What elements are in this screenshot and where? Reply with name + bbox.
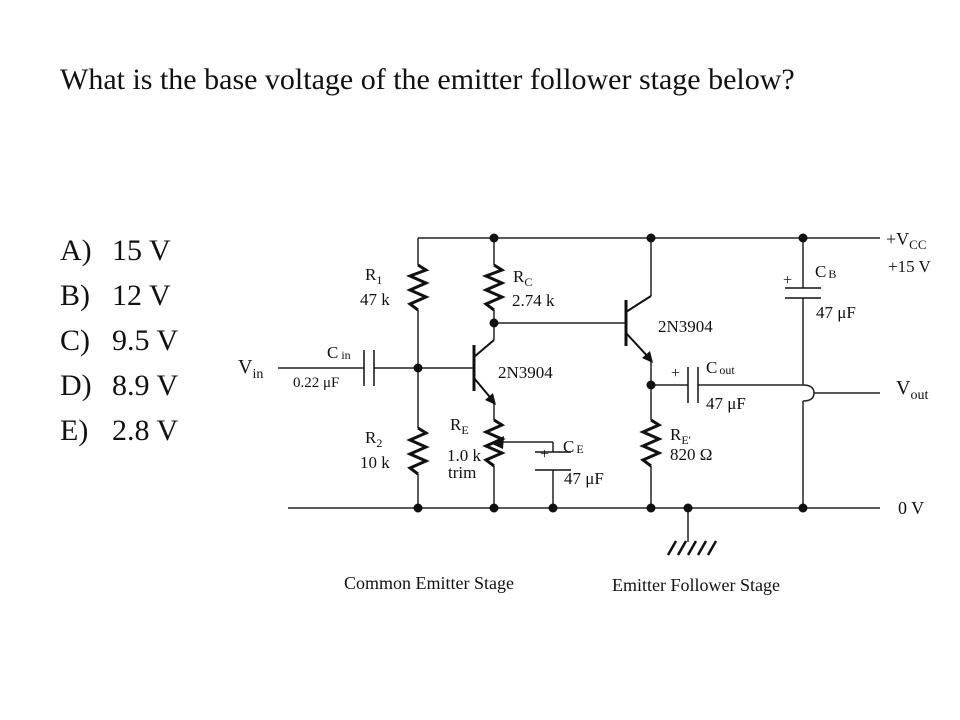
option-b[interactable]: B) 12 V	[60, 273, 178, 318]
r1-resistor	[406, 263, 430, 312]
q2-label: 2N3904	[658, 317, 713, 336]
r1-value: 47 k	[360, 290, 390, 309]
re-label: RE	[450, 415, 469, 437]
cout-capacitor	[687, 367, 699, 403]
option-text: 12 V	[112, 279, 171, 312]
option-letter: E)	[60, 414, 89, 447]
ground-symbol	[666, 540, 718, 556]
cin-value: 0.22 μF	[293, 375, 339, 391]
rc-value: 2.74 k	[512, 291, 555, 310]
re-note: trim	[448, 463, 476, 482]
ce-plus: +	[540, 446, 549, 463]
cb-plus: +	[783, 272, 792, 289]
ce-value: 47 μF	[564, 469, 604, 488]
answer-options: A) 15 V B) 12 V C) 9.5 V D) 8.9 V E) 2.8 V	[60, 228, 178, 453]
option-text: 2.8 V	[112, 414, 179, 447]
question-text: What is the base voltage of the emitter …	[60, 63, 795, 96]
r1-label: R1	[365, 265, 382, 287]
option-d[interactable]: D) 8.9 V	[60, 363, 178, 408]
ground-label: 0 V	[898, 498, 924, 518]
stage2-label: Emitter Follower Stage	[612, 575, 780, 595]
cout-plus: +	[671, 365, 680, 382]
option-c[interactable]: C) 9.5 V	[60, 318, 178, 363]
r2-resistor	[406, 426, 430, 476]
ref-label: RE'	[670, 425, 691, 447]
option-letter: C)	[60, 324, 90, 357]
vin-label: Vin	[238, 356, 263, 382]
option-a[interactable]: A) 15 V	[60, 228, 178, 273]
q1-transistor	[472, 339, 496, 405]
option-text: 15 V	[112, 234, 171, 267]
re-prime-resistor	[639, 418, 663, 468]
rc-resistor	[482, 263, 506, 312]
cb-value: 47 μF	[816, 303, 856, 322]
r2-value: 10 k	[360, 453, 390, 472]
cb-capacitor	[785, 287, 821, 299]
trim-wiper-arrow-icon	[490, 436, 504, 449]
stage1-label: Common Emitter Stage	[344, 573, 514, 593]
q1-label: 2N3904	[498, 363, 553, 382]
junction-dots	[413, 233, 808, 513]
q2-transistor	[624, 295, 653, 363]
option-text: 9.5 V	[112, 324, 179, 357]
option-letter: D)	[60, 369, 92, 402]
rc-label: RC	[513, 267, 532, 289]
ref-value: 820 Ω	[670, 445, 712, 464]
vcc-label: +VCC	[886, 229, 927, 252]
vcc-value: +15 V	[888, 257, 932, 276]
re-value: 1.0 k	[447, 446, 482, 465]
cout-value: 47 μF	[706, 394, 746, 413]
ce-capacitor	[535, 451, 571, 471]
option-text: 8.9 V	[112, 369, 179, 402]
cin-capacitor	[363, 350, 375, 386]
option-letter: B)	[60, 279, 90, 312]
option-letter: A)	[60, 234, 92, 267]
r2-label: R2	[365, 428, 382, 450]
option-e[interactable]: E) 2.8 V	[60, 408, 178, 453]
vout-label: Vout	[896, 377, 928, 403]
